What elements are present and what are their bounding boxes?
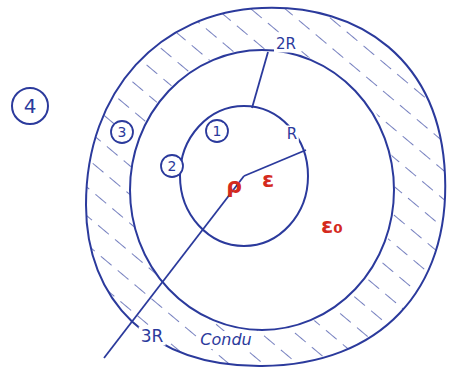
conductor-hatching xyxy=(86,8,445,366)
callout-number: 3 xyxy=(116,124,129,140)
middle-circle xyxy=(130,50,394,330)
dimension-label: 2R xyxy=(274,36,298,53)
symbol-label: ε xyxy=(262,169,274,191)
radius-2r-line xyxy=(252,52,268,108)
callout-circle xyxy=(161,155,183,177)
radius-r-line xyxy=(244,150,306,176)
outer-boundary xyxy=(86,8,445,366)
callout-number: 4 xyxy=(22,95,39,117)
callout-number: 2 xyxy=(166,158,179,174)
callout-circle xyxy=(111,121,133,143)
dimension-label: R xyxy=(285,126,299,143)
symbol-label: ρ xyxy=(226,175,242,197)
dimension-label: 3R xyxy=(139,327,166,346)
callout-number: 1 xyxy=(211,123,224,139)
callout-circle xyxy=(206,120,228,142)
callout-circle xyxy=(12,88,48,124)
material-label: Condu xyxy=(198,331,253,349)
symbol-label: ε₀ xyxy=(319,214,345,238)
